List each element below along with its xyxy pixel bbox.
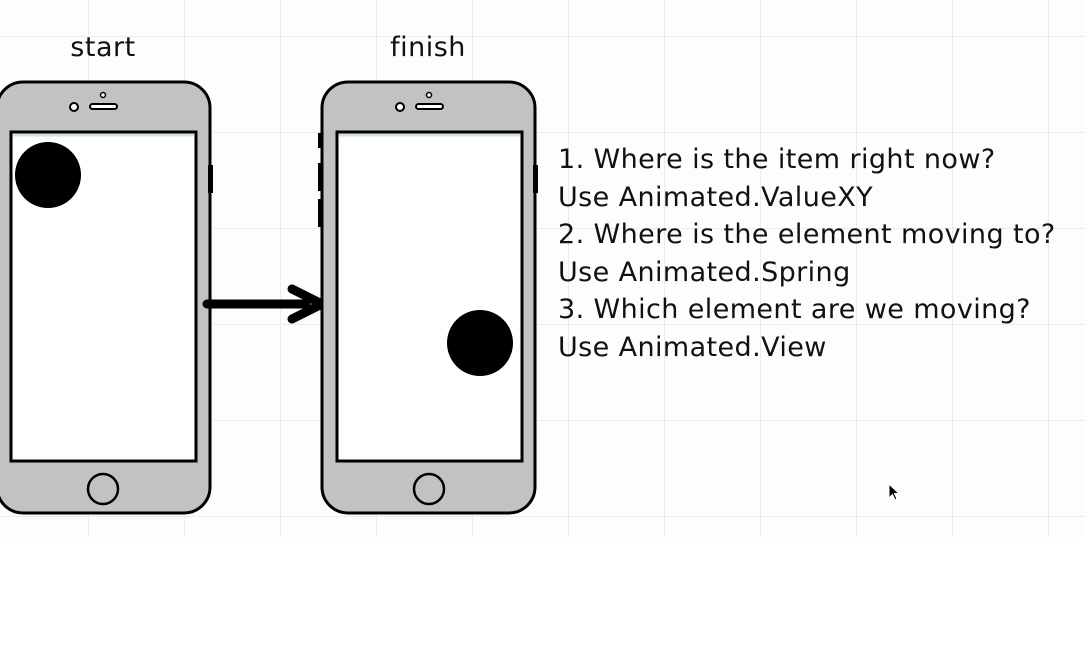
note-line-4: Use Animated.Spring [558, 256, 851, 288]
finish-phone-side-button-1 [318, 133, 323, 148]
start-phone-speaker [89, 103, 118, 110]
note-line-5: 3. Which element are we moving? [558, 294, 1031, 326]
start-label: start [70, 32, 136, 63]
finish-label: finish [390, 32, 466, 63]
note-line-3: 2. Where is the element moving to? [558, 219, 1056, 251]
animation-diagram [0, 80, 538, 515]
finish-phone-sensor [425, 91, 433, 99]
note-line-6: Use Animated.View [558, 331, 827, 363]
finish-phone-side-button-3 [318, 199, 323, 227]
finish-phone-speaker [415, 103, 444, 110]
finish-phone-camera [395, 102, 405, 112]
finish-phone [318, 80, 538, 515]
finish-ball [447, 310, 513, 376]
finish-phone-side-button-4 [533, 165, 538, 193]
notes-list: 1. Where is the item right now? Use Anim… [558, 141, 1056, 367]
start-phone [0, 80, 213, 515]
mouse-cursor-icon [888, 483, 901, 501]
note-line-2: Use Animated.ValueXY [558, 181, 874, 213]
start-phone-camera [69, 102, 79, 112]
note-line-1: 1. Where is the item right now? [558, 144, 996, 175]
start-phone-side-button [208, 165, 213, 193]
finish-phone-home-button [412, 472, 446, 506]
start-ball [15, 142, 81, 208]
finish-phone-screen [335, 130, 524, 463]
finish-phone-side-button-2 [318, 163, 323, 191]
start-phone-home-button [86, 472, 120, 506]
right-arrow-icon [202, 284, 327, 324]
start-phone-sensor [99, 91, 107, 99]
